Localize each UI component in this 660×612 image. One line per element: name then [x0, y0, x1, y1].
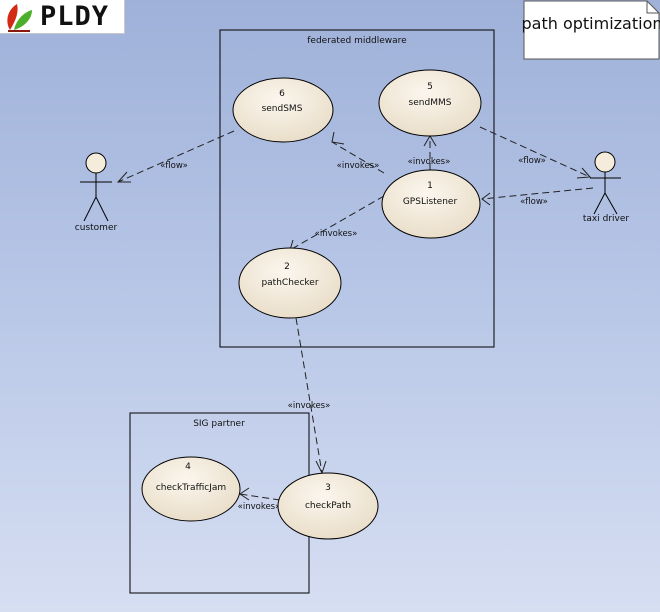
arrowheads: [116, 131, 592, 501]
use-case-3-checkpath[interactable]: 3 checkPath: [277, 472, 379, 540]
label-flow-taxi-out: «flow»: [518, 156, 546, 166]
label-invokes-sendsms: «invokes»: [337, 161, 380, 171]
use-case-name: GPSListener: [403, 197, 458, 207]
use-case-name: checkTrafficJam: [156, 483, 226, 493]
note-path-optimization[interactable]: path optimization: [521, 0, 660, 60]
label-flow-customer: «flow»: [160, 161, 188, 171]
flow-sendmms-taxi: [479, 126, 591, 178]
boundary-federated-middleware[interactable]: federated middleware: [219, 29, 495, 348]
actor-head-icon: [85, 152, 107, 174]
invokes-gps-pathchecker: [289, 195, 385, 251]
use-case-name: checkPath: [305, 501, 351, 511]
boundary-title-middleware: federated middleware: [307, 36, 407, 46]
actor-label-customer: customer: [75, 223, 118, 233]
logo-text: PLDY: [40, 1, 110, 32]
use-case-5-sendmms[interactable]: 5 sendMMS: [378, 69, 482, 137]
flow-sendsms-customer: [117, 130, 235, 183]
use-case-2-pathchecker[interactable]: 2 pathChecker: [238, 247, 342, 319]
flow-taxi-gps: [481, 187, 594, 200]
label-invokes-checkpath: «invokes»: [288, 401, 331, 411]
label-invokes-sendmms: «invokes»: [408, 157, 451, 167]
use-case-1-gpslistener[interactable]: 1 GPSListener: [381, 169, 481, 239]
actor-head-icon: [594, 151, 616, 173]
plav-logo: PLDY: [0, 0, 125, 34]
use-case-number: 3: [325, 483, 331, 493]
actor-taxi-driver[interactable]: taxi driver: [583, 151, 630, 224]
use-case-number: 4: [185, 462, 191, 472]
label-invokes-pathchecker: «invokes»: [315, 229, 358, 239]
use-case-6-sendsms[interactable]: 6 sendSMS: [232, 77, 334, 143]
use-case-4-checktrafficjam[interactable]: 4 checkTrafficJam: [141, 456, 241, 522]
use-case-number: 6: [279, 89, 285, 99]
logo-leaf-icon: [7, 4, 32, 32]
use-case-name: sendSMS: [262, 104, 303, 114]
use-case-name: sendMMS: [409, 98, 452, 108]
invokes-checkpath-traffic: [239, 493, 281, 501]
connectors: [117, 126, 594, 501]
use-case-number: 1: [427, 181, 433, 191]
invokes-gps-sendsms: [331, 141, 385, 174]
actor-label-taxi-driver: taxi driver: [583, 214, 630, 224]
use-case-number: 5: [427, 82, 433, 92]
boundary-title-sig: SIG partner: [193, 419, 245, 429]
use-case-name: pathChecker: [261, 278, 318, 288]
use-case-number: 2: [284, 262, 290, 272]
invokes-pathchecker-checkpath: [295, 317, 323, 474]
label-flow-taxi-in: «flow»: [520, 197, 548, 207]
relation-labels: «flow» «invokes» «invokes» «flow» «flow»…: [160, 156, 548, 512]
note-text: path optimization: [521, 14, 660, 33]
label-invokes-traffic: «invokes»: [238, 502, 281, 512]
actor-customer[interactable]: customer: [75, 152, 118, 233]
